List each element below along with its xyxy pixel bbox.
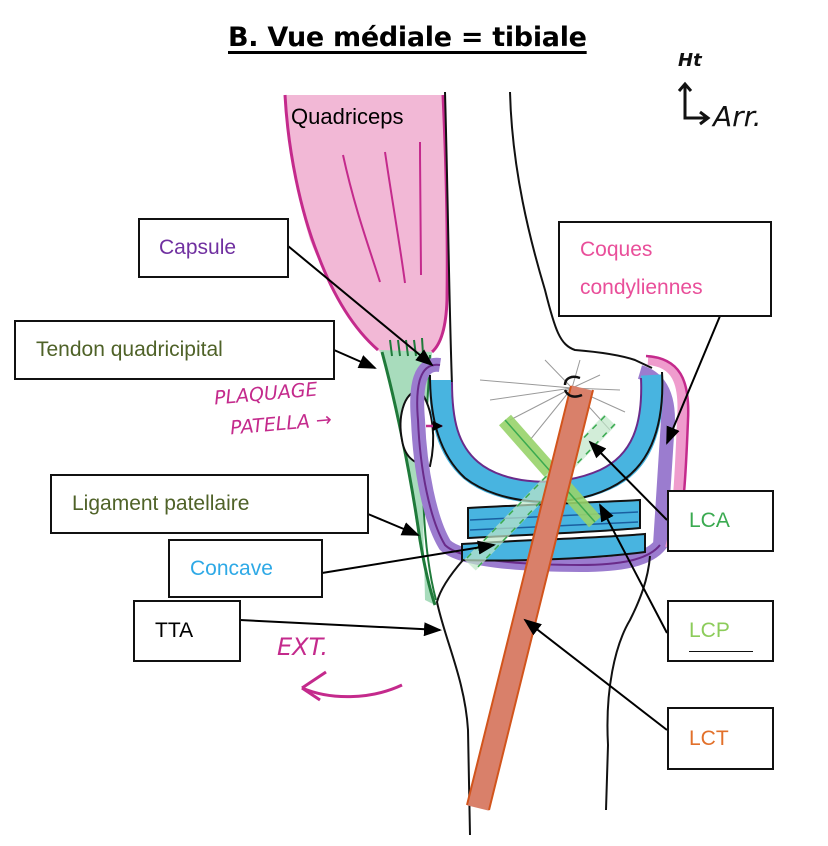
label-ligament-patellaire-text: Ligament patellaire	[72, 492, 250, 515]
label-tta-text: TTA	[155, 619, 194, 642]
label-concave: Concave	[168, 539, 323, 598]
ext-arrow	[301, 683, 403, 699]
label-coques-line2: condyliennes	[580, 276, 703, 299]
femur-outline	[444, 91, 453, 386]
label-lca: LCA	[667, 490, 774, 552]
label-lcp-underline	[689, 651, 753, 652]
label-capsule-text: Capsule	[159, 236, 237, 259]
orientation-up-label: Ht	[678, 50, 702, 71]
label-ligament-patellaire: Ligament patellaire	[50, 474, 369, 534]
orientation-right-label: Arr.	[713, 100, 762, 133]
label-tendon-quadricipital: Tendon quadricipital	[14, 320, 335, 380]
quadriceps-muscle	[283, 94, 449, 354]
label-coques-condyliennes: Coques condyliennes	[558, 221, 772, 317]
tibia-outline	[435, 559, 471, 836]
lct-ligament	[466, 375, 594, 811]
label-lcp-text: LCP	[689, 619, 730, 642]
label-coques-line1: Coques	[580, 238, 653, 261]
label-lca-text: LCA	[689, 509, 730, 532]
label-tendon-quadricipital-text: Tendon quadricipital	[36, 338, 223, 361]
label-lcp: LCP	[667, 600, 774, 662]
quadriceps-label: Quadriceps	[291, 104, 404, 129]
insertion-fan-lines	[479, 359, 626, 441]
diagram-title: B. Vue médiale = tibiale	[228, 22, 587, 53]
label-concave-text: Concave	[190, 556, 273, 580]
label-lct-text: LCT	[689, 726, 729, 750]
leader-lines	[239, 245, 721, 731]
label-capsule: Capsule	[138, 218, 289, 278]
label-tta: TTA	[133, 600, 241, 662]
orientation-arrow	[677, 81, 711, 126]
ext-label: EXT.	[277, 633, 329, 661]
label-lct: LCT	[667, 707, 774, 770]
